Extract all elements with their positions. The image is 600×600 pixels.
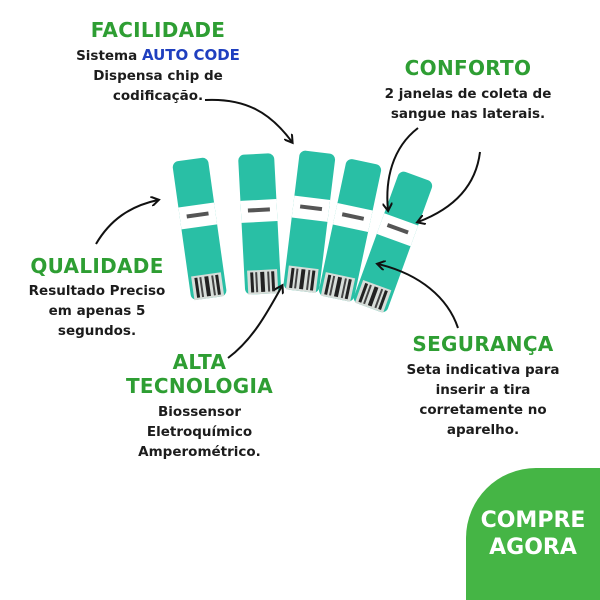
alta-tecnologia-line3: Amperométrico.	[138, 444, 261, 460]
facilidade-line2: Dispensa chip de	[93, 68, 223, 84]
seguranca-title: SEGURANÇA	[412, 332, 554, 356]
qualidade-line2: em apenas 5	[48, 303, 146, 319]
compre-agora-button[interactable]: COMPRE AGORA	[466, 468, 600, 600]
qualidade-line3: segundos.	[57, 323, 137, 339]
test-strip-1	[172, 156, 228, 301]
test-strip-2	[238, 153, 282, 295]
auto-code-label: AUTO CODE	[141, 46, 240, 64]
seguranca-line1: Seta indicativa para	[406, 362, 560, 378]
seguranca-line3: corretamente no	[419, 402, 547, 418]
curved-arrow-icon	[204, 98, 292, 142]
cta-line2: AGORA	[489, 535, 577, 560]
seguranca-block: SEGURANÇA Seta indicativa para inserir a…	[388, 332, 578, 440]
seguranca-line4: aparelho.	[446, 422, 520, 438]
alta-tecnologia-line2: Eletroquímico	[146, 424, 253, 440]
conforto-line2: sangue nas laterais.	[390, 106, 546, 122]
cta-line1: COMPRE	[480, 508, 586, 533]
alta-tecnologia-title-2: TECNOLOGIA	[125, 374, 274, 398]
alta-tecnologia-title-1: ALTA	[172, 350, 227, 374]
conforto-block: CONFORTO 2 janelas de coleta de sangue n…	[368, 56, 568, 124]
facilidade-line1-prefix: Sistema	[76, 48, 138, 64]
seguranca-line2: inserir a tira	[435, 382, 531, 398]
conforto-line1: 2 janelas de coleta de	[384, 86, 552, 102]
alta-tecnologia-line1: Biossensor	[158, 404, 241, 420]
curved-arrow-icon	[378, 264, 459, 329]
conforto-title: CONFORTO	[404, 56, 532, 80]
qualidade-line1: Resultado Preciso	[28, 283, 166, 299]
curved-arrow-icon	[418, 151, 481, 222]
curved-arrow-icon	[227, 286, 282, 359]
curved-arrow-icon	[95, 200, 158, 245]
curved-arrow-icon	[387, 127, 419, 210]
facilidade-line3: codificação.	[112, 88, 204, 104]
facilidade-block: FACILIDADE Sistema AUTO CODE Dispensa ch…	[48, 18, 268, 106]
qualidade-title: QUALIDADE	[30, 254, 164, 278]
alta-tecnologia-block: ALTA TECNOLOGIA Biossensor Eletroquímico…	[112, 350, 287, 462]
qualidade-block: QUALIDADE Resultado Preciso em apenas 5 …	[12, 254, 182, 341]
facilidade-title: FACILIDADE	[90, 18, 226, 42]
